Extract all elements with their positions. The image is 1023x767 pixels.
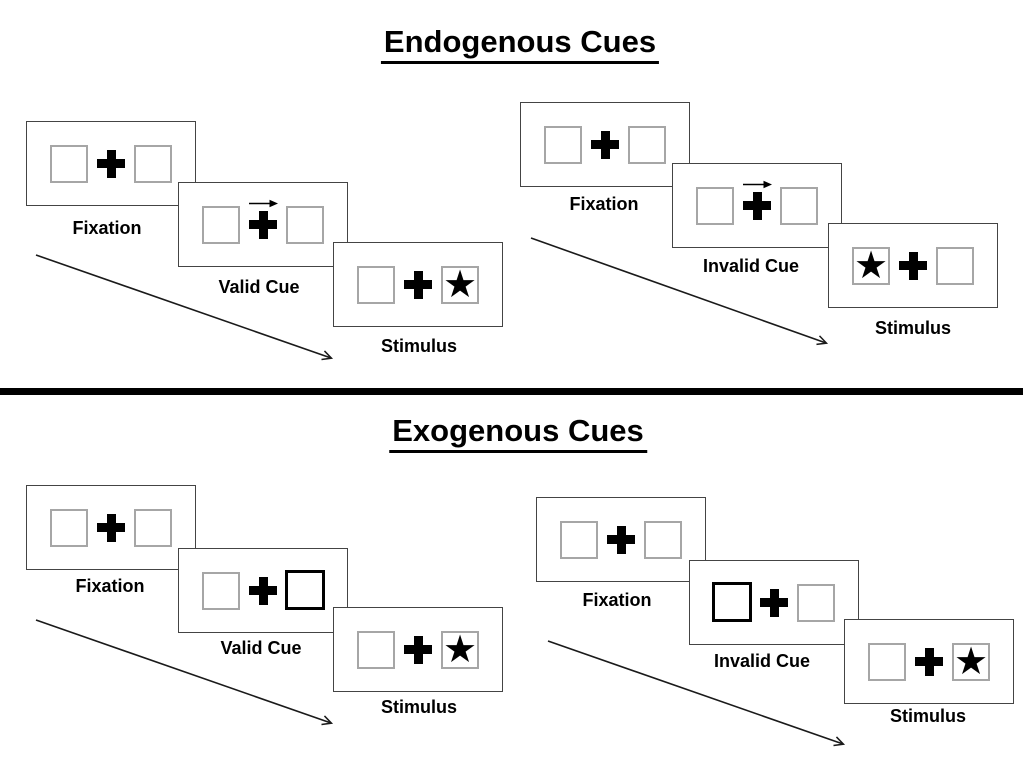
right-box — [286, 206, 324, 244]
right-arrow-cue-icon — [248, 196, 278, 208]
right-box — [936, 247, 974, 285]
left-box — [50, 509, 88, 547]
fixation-cross-icon — [404, 270, 432, 299]
left-box — [202, 206, 240, 244]
fixation-cross-icon — [249, 210, 277, 239]
star-icon: ★ — [953, 638, 989, 683]
left-box — [357, 631, 395, 669]
fixation-cross-icon — [915, 647, 943, 676]
endo-valid-stimulus-panel: ★ — [333, 242, 503, 327]
exo-valid-fixation-panel — [26, 485, 196, 570]
time-arrow-exo-invalid — [547, 640, 846, 747]
right-box — [797, 584, 835, 622]
exo-valid-cue-panel — [178, 548, 348, 633]
section-divider — [0, 388, 1023, 395]
right-box — [628, 126, 666, 164]
right-box — [134, 509, 172, 547]
right-box — [644, 521, 682, 559]
panel-label: Fixation — [582, 590, 652, 610]
fixation-cross-icon — [97, 149, 125, 178]
panel-label: Stimulus — [380, 336, 457, 356]
star-icon: ★ — [853, 242, 889, 287]
endo-invalid-stimulus-panel: ★ — [828, 223, 998, 308]
time-arrow-endo-invalid — [530, 237, 829, 346]
time-arrow-endo-valid — [35, 254, 334, 361]
fixation-cross-icon — [404, 635, 432, 664]
panel-label: Stimulus — [874, 318, 951, 338]
exo-invalid-stimulus-panel: ★ — [844, 619, 1014, 704]
right-box-star: ★ — [441, 626, 479, 671]
star-icon: ★ — [442, 626, 478, 671]
left-box — [544, 126, 582, 164]
right-box-star: ★ — [952, 638, 990, 683]
time-arrow-exo-valid — [35, 619, 334, 726]
panel-label: Fixation — [569, 194, 639, 214]
right-box-star: ★ — [441, 261, 479, 306]
endogenous-section-title: Endogenous Cues — [380, 24, 660, 64]
left-box — [357, 266, 395, 304]
exogenous-section-title: Exogenous Cues — [389, 413, 647, 453]
endo-valid-cue-panel — [178, 182, 348, 267]
left-box — [696, 187, 734, 225]
exo-valid-stimulus-panel: ★ — [333, 607, 503, 692]
panel-label: Valid Cue — [220, 638, 302, 658]
endo-invalid-cue-panel — [672, 163, 842, 248]
fixation-cross-icon — [591, 130, 619, 159]
left-box-highlight-cue — [712, 582, 752, 622]
right-box — [134, 145, 172, 183]
left-box — [868, 643, 906, 681]
panel-label: Invalid Cue — [702, 256, 800, 276]
panel-label: Fixation — [75, 576, 145, 596]
right-box-highlight-cue — [285, 570, 325, 610]
right-box — [780, 187, 818, 225]
panel-label: Invalid Cue — [713, 651, 811, 671]
panel-label: Stimulus — [380, 697, 457, 717]
panel-label: Stimulus — [889, 706, 966, 726]
exo-invalid-fixation-panel — [536, 497, 706, 582]
fixation-cross-icon — [899, 251, 927, 280]
left-box — [202, 572, 240, 610]
endo-valid-fixation-panel — [26, 121, 196, 206]
panel-label: Valid Cue — [218, 277, 300, 297]
left-box — [50, 145, 88, 183]
fixation-cross-icon — [249, 576, 277, 605]
star-icon: ★ — [442, 261, 478, 306]
endo-invalid-fixation-panel — [520, 102, 690, 187]
fixation-cross-icon — [97, 513, 125, 542]
left-box-star: ★ — [852, 242, 890, 287]
left-box — [560, 521, 598, 559]
fixation-cross-icon — [607, 525, 635, 554]
panel-label: Fixation — [72, 218, 142, 238]
exo-invalid-cue-panel — [689, 560, 859, 645]
fixation-cross-icon — [743, 191, 771, 220]
fixation-cross-icon — [760, 588, 788, 617]
right-arrow-cue-icon — [742, 177, 772, 189]
